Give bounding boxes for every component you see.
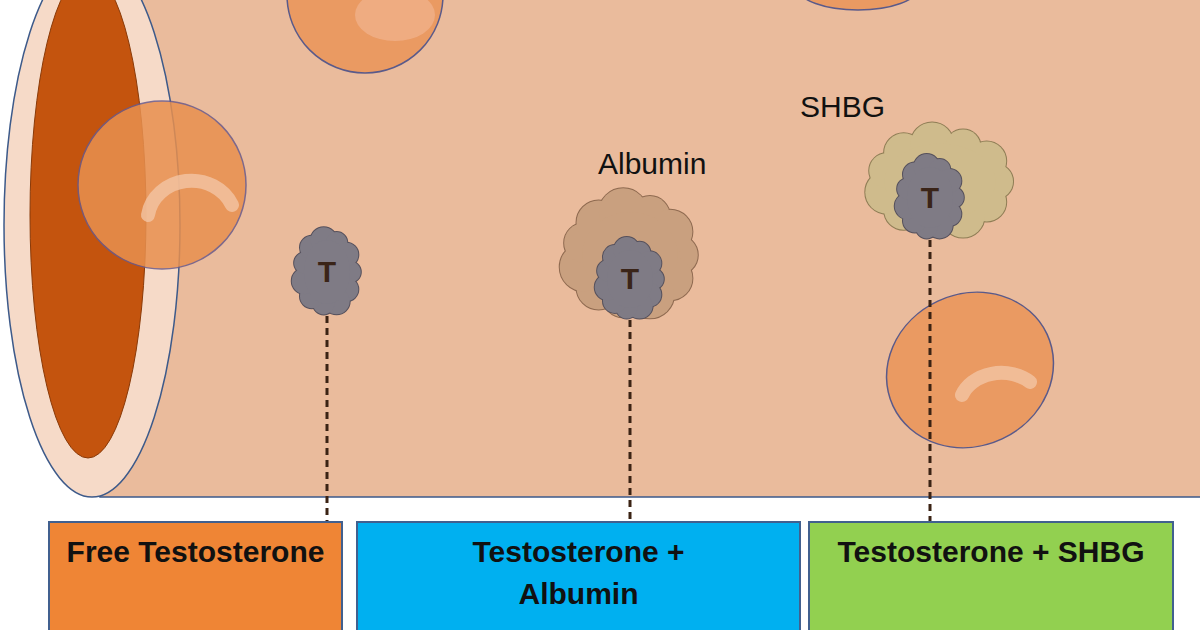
red-blood-cell (287, 0, 443, 73)
box-label: Free Testosterone (67, 531, 325, 573)
dashed-connector (929, 240, 932, 521)
category-box: Testosterone + Albumin (356, 521, 801, 630)
testosterone-molecule: T (595, 238, 665, 320)
category-box: Testosterone + SHBG (808, 521, 1174, 630)
testosterone-molecule: T (292, 228, 362, 316)
carrier-protein: SHBG T (795, 88, 1025, 248)
molecule-label: T (921, 181, 939, 215)
carrier-protein: AlbuminT (555, 145, 735, 325)
box-label: Testosterone + Albumin (414, 531, 744, 615)
box-label: Testosterone + SHBG (837, 531, 1144, 573)
red-blood-cell (861, 265, 1079, 475)
testosterone-molecule: T (895, 155, 965, 240)
vessel-body (100, 0, 1200, 497)
red-blood-cell (78, 101, 246, 269)
dashed-connector (629, 320, 632, 521)
category-box: Free Testosterone (48, 521, 343, 630)
dashed-connector (326, 316, 329, 521)
molecule-label: T (318, 255, 336, 289)
protein-label: SHBG (800, 90, 885, 124)
molecule-label: T (621, 262, 639, 296)
protein-label: Albumin (598, 147, 706, 181)
red-blood-cell (798, 0, 918, 10)
